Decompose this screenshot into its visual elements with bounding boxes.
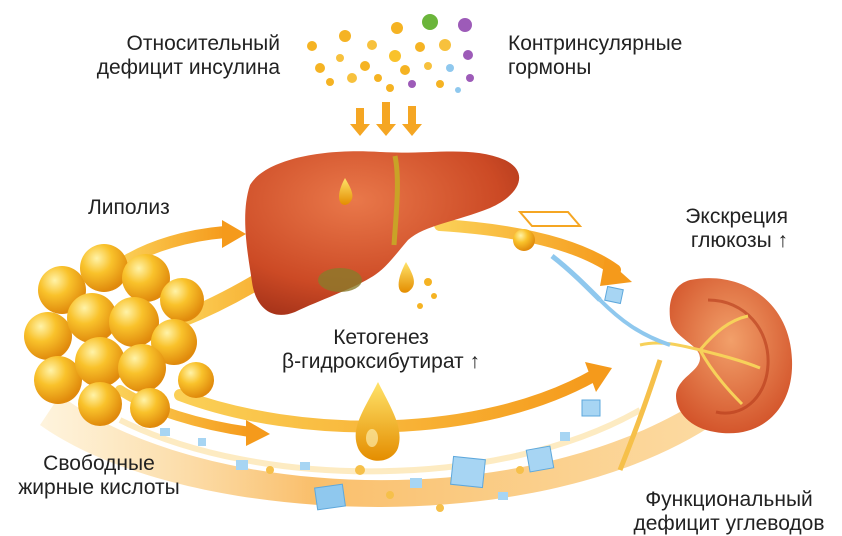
label-lipolysis: Липолиз <box>88 196 170 220</box>
label-glucose-excretion: Экскреция глюкозы ↑ <box>620 205 788 253</box>
down-arrows-icon <box>350 102 422 136</box>
hormone-dots-icon <box>307 14 474 93</box>
label-free-fatty-acids: Свободные жирные кислоты <box>4 452 194 500</box>
label-ketogenesis: Кетогенез β-гидроксибутират ↑ <box>250 326 512 374</box>
ketone-drop-icon <box>356 382 400 461</box>
label-carb-deficit: Функциональный дефицит углеводов <box>618 488 840 536</box>
label-insulin-deficit: Относительный дефицит инсулина <box>70 32 280 80</box>
kidney-icon <box>600 278 792 470</box>
label-counter-hormones: Контринсулярные гормоны <box>508 32 682 80</box>
